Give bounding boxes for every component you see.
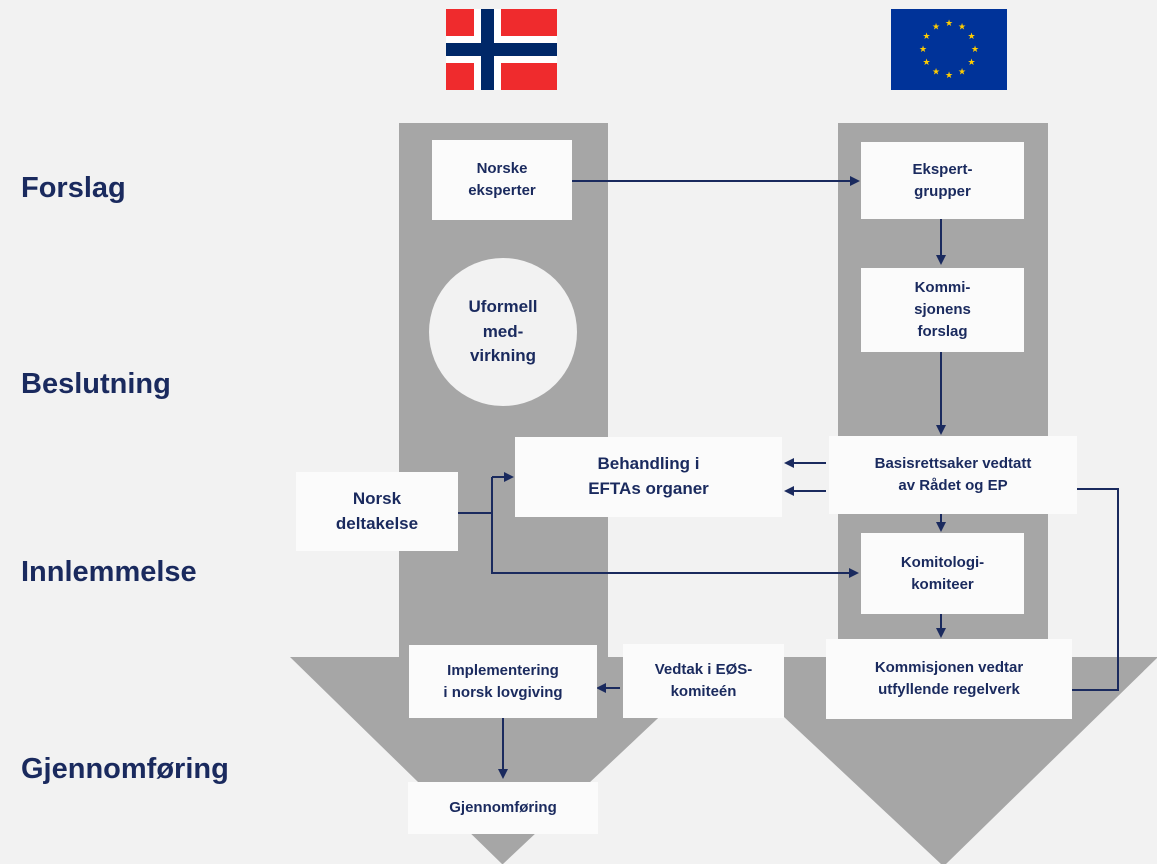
box-kommisjonen-vedtar: Kommisjonen vedtar utfyllende regelverk	[826, 639, 1072, 719]
box-implementering: Implementering i norsk lovgiving	[409, 645, 597, 718]
stage-label-beslutning: Beslutning	[21, 368, 171, 400]
stage-label-innlemmelse: Innlemmelse	[21, 556, 197, 588]
box-ekspertgrupper: Ekspert- grupper	[861, 142, 1024, 219]
eu-star-icon: ★	[922, 32, 930, 42]
box-basisrettsaker: Basisrettsaker vedtatt av Rådet og EP	[829, 436, 1077, 514]
eu-star-icon: ★	[932, 68, 940, 78]
eu-star-icon: ★	[958, 23, 966, 33]
eu-star-icon: ★	[967, 58, 975, 68]
circle-uformell-medvirkning: Uformell med- virkning	[429, 258, 577, 406]
eu-star-icon: ★	[967, 32, 975, 42]
eu-flag: ★★★★★★★★★★★★	[891, 9, 1007, 90]
box-vedtak-eos: Vedtak i EØS- komiteén	[623, 644, 784, 718]
eu-star-icon: ★	[919, 45, 927, 55]
box-behandling-efta: Behandling i EFTAs organer	[515, 437, 782, 517]
eu-star-icon: ★	[958, 68, 966, 78]
connectors	[458, 176, 1119, 779]
eu-star-icon: ★	[932, 23, 940, 33]
box-komitologi: Komitologi- komiteer	[861, 533, 1024, 614]
norway-process-arrow	[290, 123, 723, 864]
box-norsk-deltakelse: Norsk deltakelse	[296, 472, 458, 551]
eu-star-icon: ★	[922, 58, 930, 68]
box-norske-eksperter: Norske eksperter	[432, 140, 572, 220]
eu-star-icon: ★	[945, 19, 953, 29]
box-gjennomforing: Gjennomføring	[408, 782, 598, 834]
eu-star-icon: ★	[971, 45, 979, 55]
norway-flag	[446, 9, 557, 90]
box-kommisjonens-forslag: Kommi- sjonens forslag	[861, 268, 1024, 352]
eu-star-icon: ★	[945, 71, 953, 81]
stage-label-gjennomforing: Gjennomføring	[21, 753, 229, 785]
stage-label-forslag: Forslag	[21, 172, 126, 204]
